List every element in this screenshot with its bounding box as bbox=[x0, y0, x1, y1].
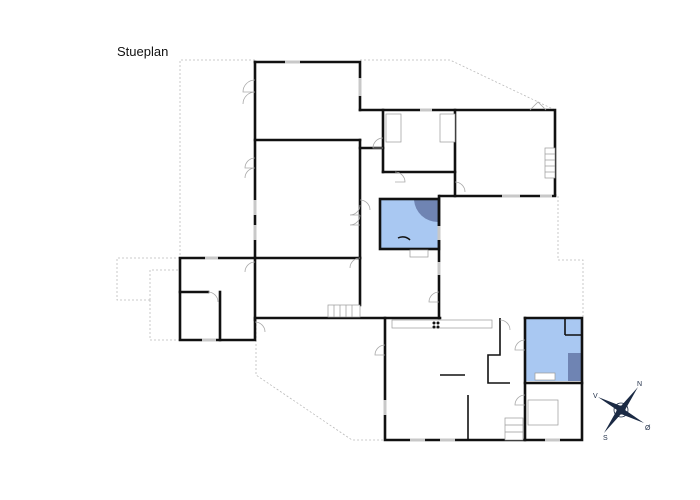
shower-2-icon bbox=[568, 353, 582, 381]
shower-1-icon bbox=[414, 200, 438, 223]
floor-title: Stueplan bbox=[117, 44, 169, 59]
compass-icon: N V Ø S bbox=[593, 381, 651, 442]
compass-north-label: N bbox=[637, 381, 642, 388]
sink-2-icon bbox=[534, 372, 556, 381]
terrace-outline bbox=[116, 59, 584, 441]
windows bbox=[202, 60, 560, 442]
walls bbox=[178, 60, 584, 442]
kitchen-counter bbox=[391, 319, 493, 329]
compass-east-label: Ø bbox=[645, 425, 651, 432]
bed-1-icon bbox=[385, 113, 402, 143]
compass-west-label: V bbox=[593, 393, 598, 400]
furniture bbox=[385, 113, 559, 426]
compass-south-label: S bbox=[603, 435, 608, 442]
stairs bbox=[327, 147, 556, 441]
doors bbox=[207, 79, 547, 406]
sink-1-icon bbox=[409, 249, 429, 258]
bed-2-icon bbox=[439, 113, 456, 143]
stove-icon bbox=[432, 321, 436, 325]
bed-3-icon bbox=[527, 399, 559, 426]
